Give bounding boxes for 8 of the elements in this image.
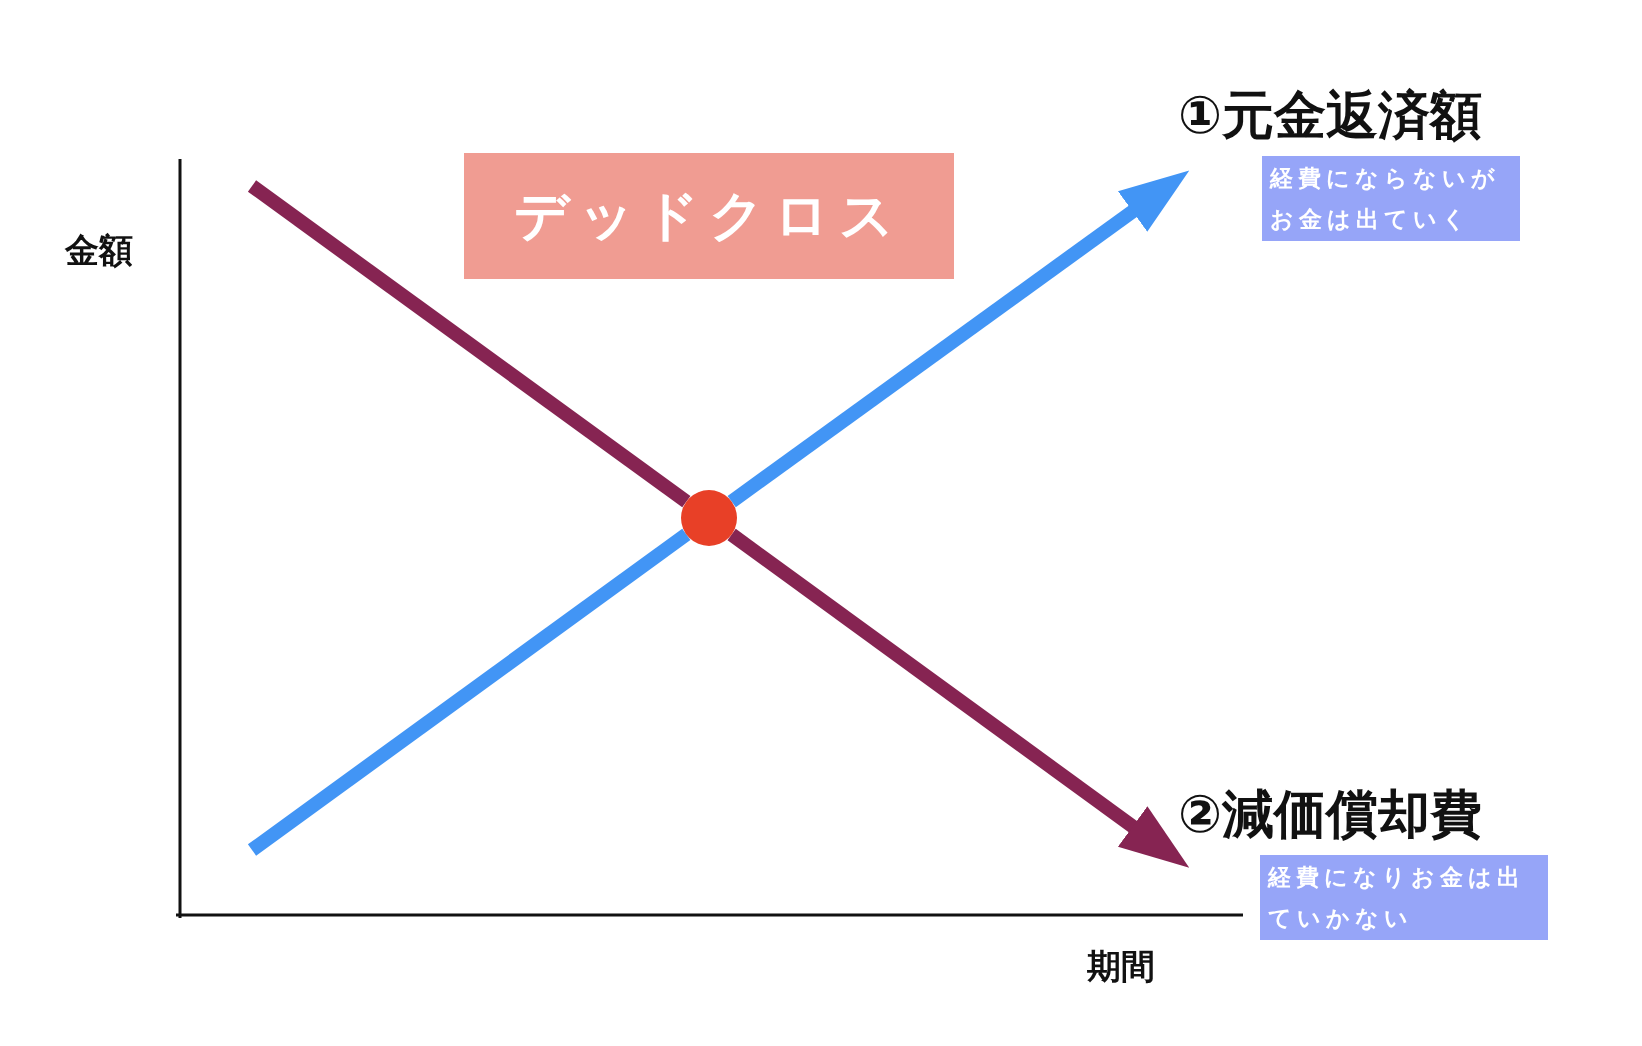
- series-heading: ①元金返済額: [1178, 84, 1484, 147]
- intersection-dot: [681, 490, 737, 546]
- title-box: デッドクロス: [464, 153, 954, 279]
- axis-label: 期間: [1087, 945, 1155, 988]
- axis-label: 金額: [65, 229, 133, 272]
- series-heading: ②減価償却費: [1178, 783, 1484, 846]
- note-box: 経費になりお金は出ていかない: [1260, 855, 1548, 940]
- note-box: 経費にならないがお金は出ていく: [1262, 156, 1520, 241]
